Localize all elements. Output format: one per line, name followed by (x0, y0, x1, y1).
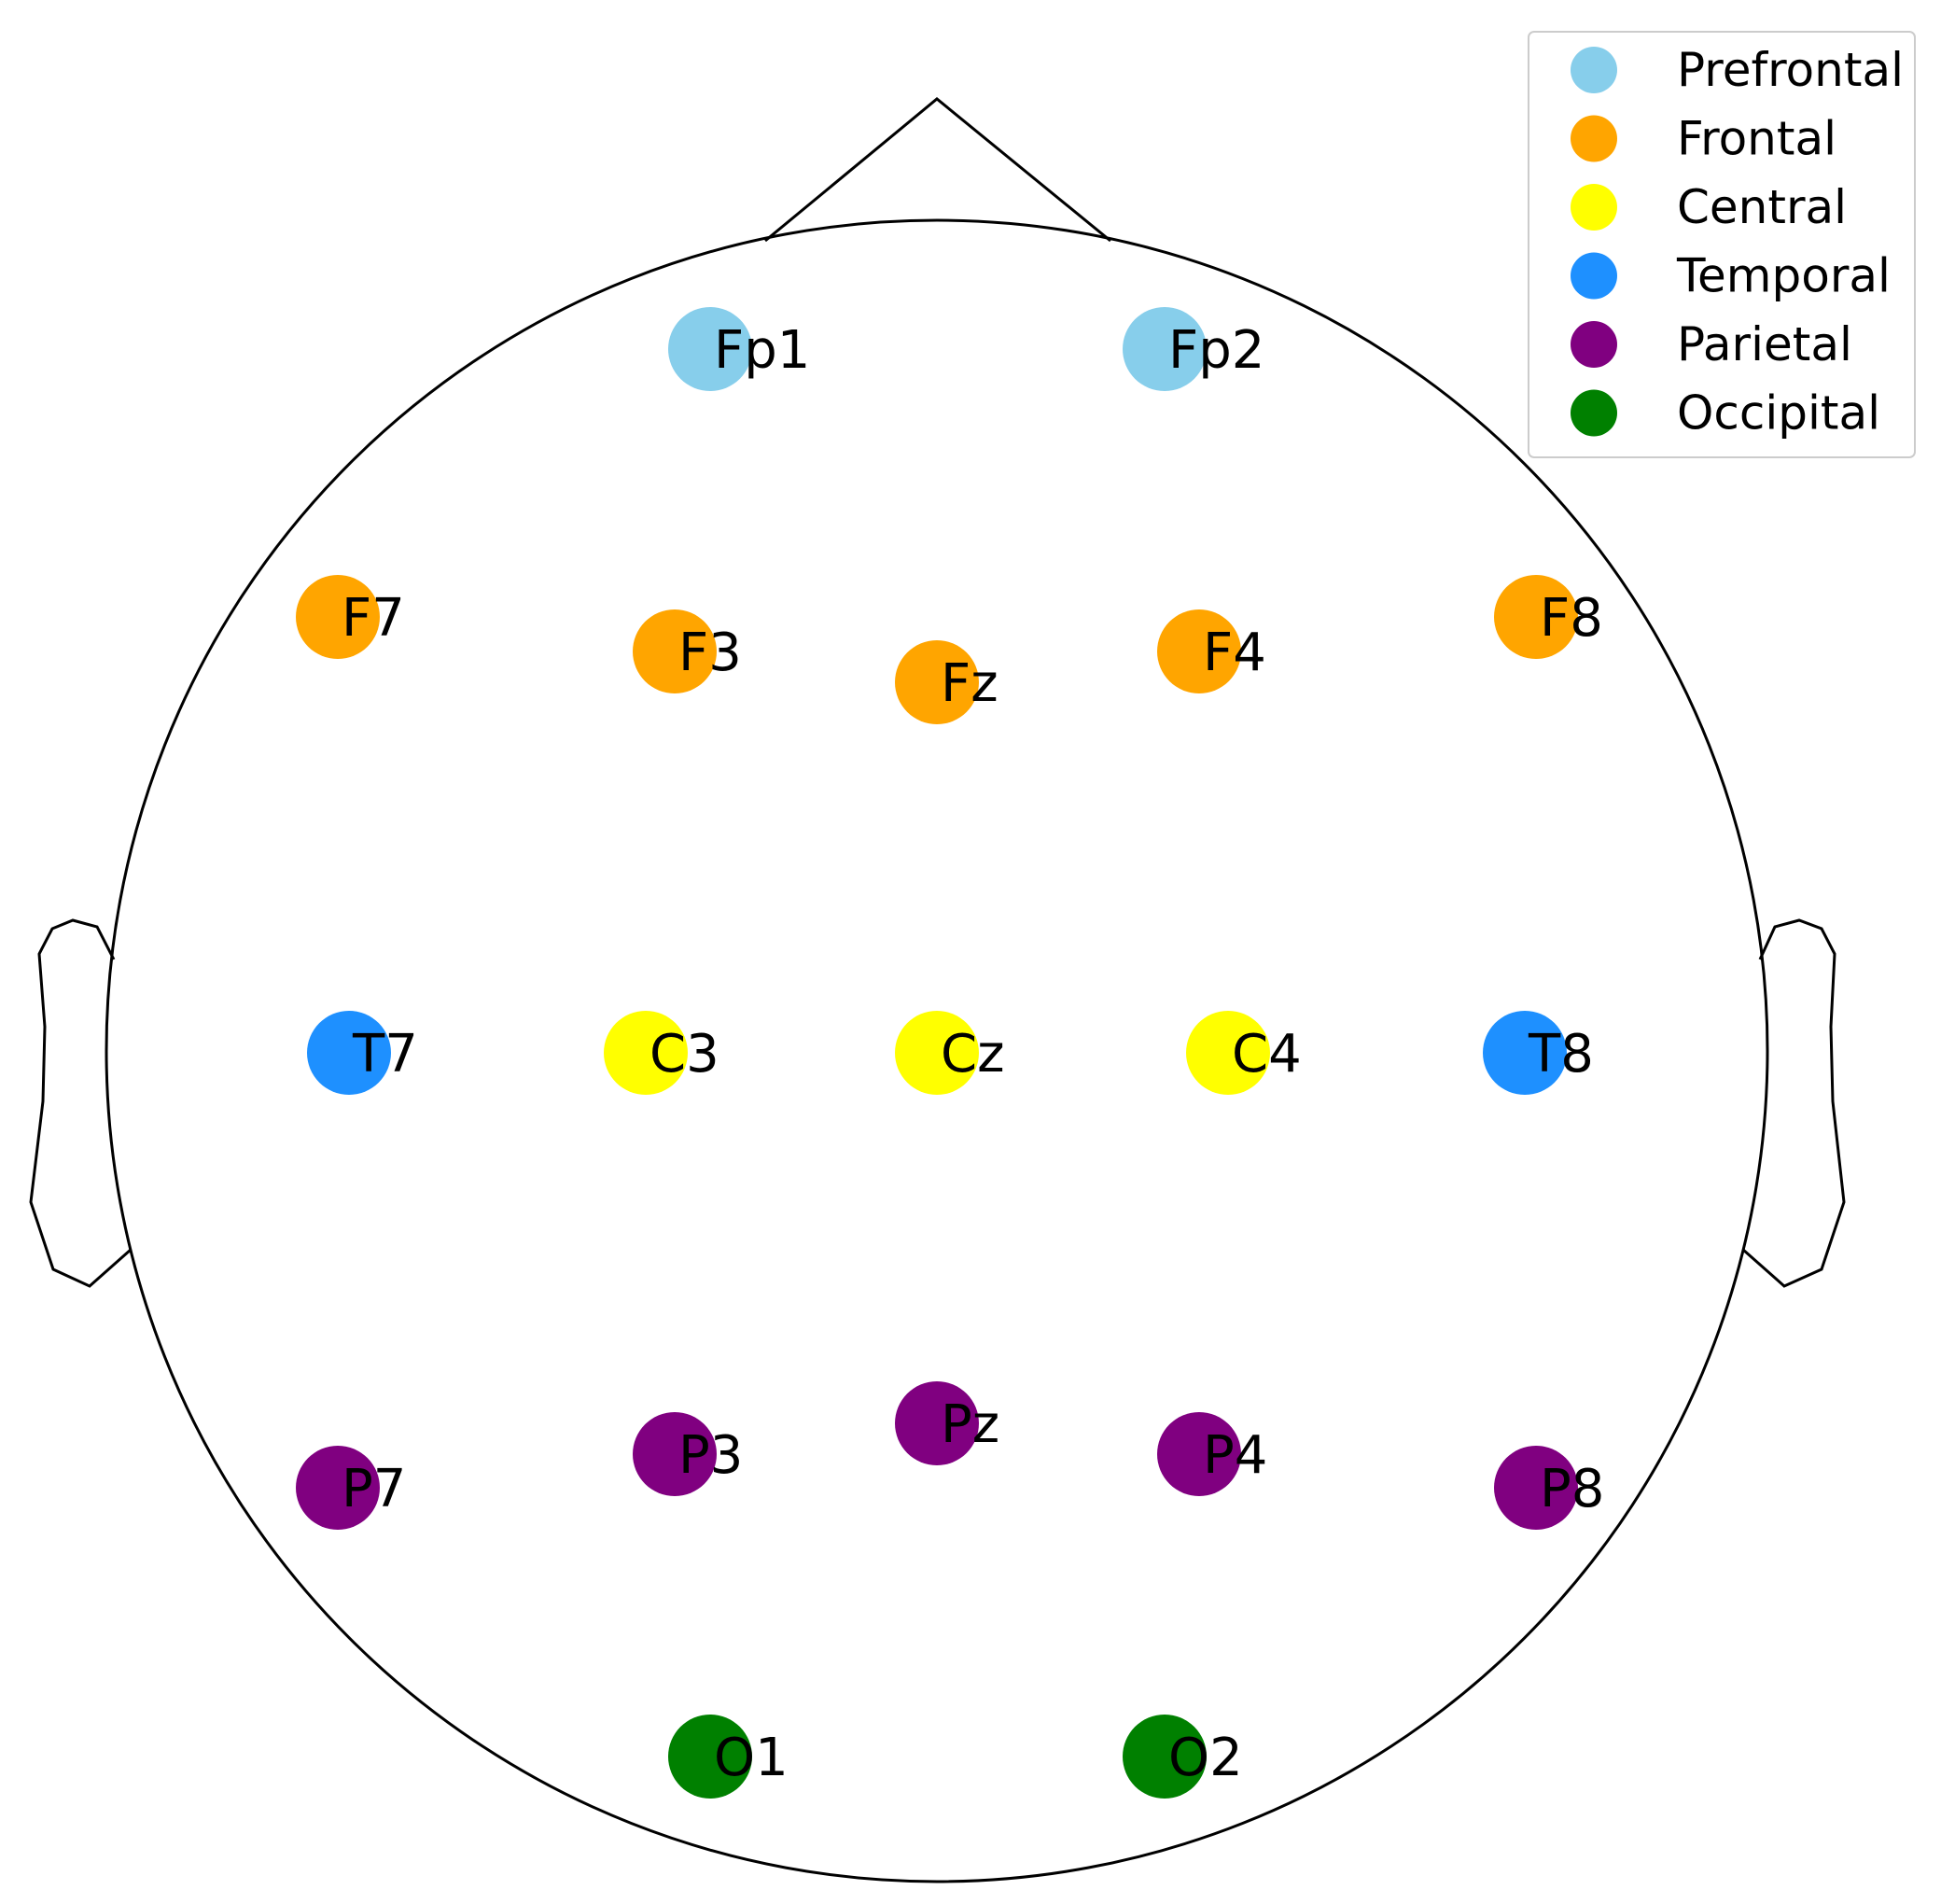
legend-item-temporal: Temporal (1571, 249, 1891, 303)
electrode-f3-label: F3 (678, 623, 742, 683)
legend-item-frontal: Frontal (1571, 112, 1836, 166)
electrode-t7-label: T7 (352, 1024, 418, 1085)
legend-frontal-swatch (1571, 115, 1617, 162)
electrode-t8-marker (1483, 1011, 1567, 1095)
electrode-fz-label: Fz (941, 653, 998, 714)
electrode-o2: O2 (1123, 1715, 1243, 1799)
electrode-f8-marker (1494, 575, 1578, 659)
electrode-p7: P7 (296, 1446, 406, 1530)
electrode-t7: T7 (307, 1011, 418, 1095)
electrode-f3: F3 (633, 609, 742, 693)
electrode-fp2-marker (1123, 307, 1207, 391)
electrode-f4: F4 (1157, 609, 1266, 693)
electrode-p8: P8 (1494, 1446, 1604, 1530)
electrode-fp2: Fp2 (1123, 307, 1264, 391)
electrode-p4-label: P4 (1203, 1425, 1267, 1486)
electrode-fp2-label: Fp2 (1168, 320, 1264, 381)
electrode-f7: F7 (296, 575, 405, 659)
electrode-t8: T8 (1483, 1011, 1594, 1095)
electrode-o1-label: O1 (714, 1728, 789, 1788)
legend-item-prefrontal: Prefrontal (1571, 43, 1904, 97)
electrode-p3: P3 (633, 1412, 743, 1496)
electrode-cz: Cz (895, 1011, 1005, 1095)
legend-parietal-label: Parietal (1677, 317, 1852, 371)
head-circle (105, 218, 1769, 1883)
electrode-pz-marker (895, 1381, 979, 1465)
legend-prefrontal-swatch (1571, 47, 1617, 93)
electrode-f8-label: F8 (1540, 588, 1603, 649)
electrode-f7-marker (296, 575, 380, 659)
right-ear-shape (1742, 918, 1846, 1288)
electrode-f8: F8 (1494, 575, 1603, 659)
legend-temporal-label: Temporal (1676, 249, 1891, 303)
legend-item-parietal: Parietal (1571, 317, 1852, 371)
legend-occipital-label: Occipital (1677, 386, 1880, 441)
electrode-c4: C4 (1186, 1011, 1302, 1095)
electrode-c3: C3 (604, 1011, 719, 1095)
legend-frontal-label: Frontal (1677, 112, 1836, 166)
electrode-p7-marker (296, 1446, 380, 1530)
electrode-c4-label: C4 (1232, 1024, 1302, 1085)
electrode-p4-marker (1157, 1412, 1241, 1496)
electrode-f4-marker (1157, 609, 1241, 693)
legend-prefrontal-label: Prefrontal (1677, 43, 1904, 97)
electrode-c3-marker (604, 1011, 688, 1095)
electrode-o2-label: O2 (1168, 1728, 1243, 1788)
electrode-c3-label: C3 (649, 1024, 719, 1085)
electrode-o2-marker (1123, 1715, 1207, 1799)
electrode-fz: Fz (895, 640, 998, 724)
legend: PrefrontalFrontalCentralTemporalParietal… (1528, 31, 1916, 458)
electrode-c4-marker (1186, 1011, 1270, 1095)
electrode-fp1: Fp1 (668, 307, 810, 391)
legend-item-occipital: Occipital (1571, 386, 1880, 441)
electrode-t7-marker (307, 1011, 391, 1095)
electrode-pz-label: Pz (941, 1394, 999, 1455)
electrode-pz: Pz (895, 1381, 999, 1465)
legend-occipital-swatch (1571, 389, 1617, 437)
electrode-p7-label: P7 (342, 1459, 406, 1519)
electrode-f4-label: F4 (1203, 623, 1266, 683)
electrode-p3-label: P3 (678, 1425, 743, 1486)
electrode-t8-label: T8 (1528, 1024, 1594, 1085)
electrode-fz-marker (895, 640, 979, 724)
legend-temporal-swatch (1571, 252, 1617, 300)
legend-parietal-swatch (1571, 321, 1617, 368)
electrode-o1-marker (668, 1715, 752, 1799)
head-outline (29, 97, 1846, 1883)
legend-frame (1528, 31, 1916, 458)
legend-central-swatch (1571, 184, 1617, 231)
electrode-p3-marker (633, 1412, 717, 1496)
electrode-f7-label: F7 (342, 588, 405, 649)
electrode-f3-marker (633, 609, 717, 693)
nose-shape (764, 97, 1111, 243)
electrode-o1: O1 (668, 1715, 789, 1799)
electrode-p8-marker (1494, 1446, 1578, 1530)
electrode-cz-marker (895, 1011, 979, 1095)
electrode-p8-label: P8 (1540, 1459, 1604, 1519)
electrode-fp1-marker (668, 307, 752, 391)
electrode-cz-label: Cz (941, 1024, 1005, 1085)
electrode-fp1-label: Fp1 (714, 320, 810, 381)
legend-item-central: Central (1571, 180, 1847, 234)
electrode-p4: P4 (1157, 1412, 1267, 1496)
left-ear-shape (29, 918, 132, 1288)
legend-central-label: Central (1677, 180, 1847, 234)
